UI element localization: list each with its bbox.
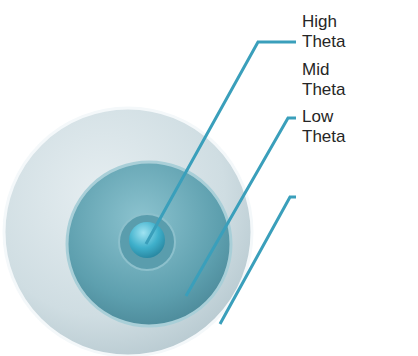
leader-line	[220, 197, 296, 324]
level-label: Low Theta	[302, 107, 362, 147]
level-label: High Theta	[302, 12, 362, 52]
leader-line	[186, 118, 296, 296]
level-label: Mid Theta	[302, 60, 362, 100]
outer-circle	[4, 108, 252, 356]
mid-circle	[67, 162, 231, 326]
